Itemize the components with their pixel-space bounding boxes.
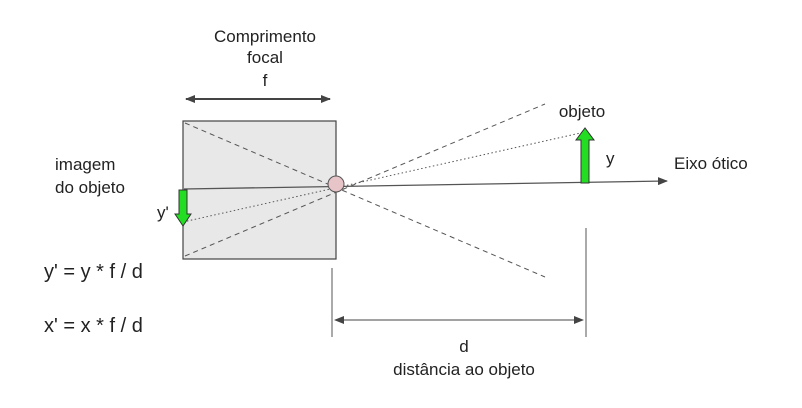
- camera-box: [182, 120, 337, 260]
- pinhole: [327, 175, 345, 193]
- formula-y-projection: y' = y * f / d: [44, 261, 143, 283]
- object-label: objeto: [559, 102, 605, 121]
- object-height-label: y: [606, 149, 615, 168]
- projection-line-lower: [184, 103, 546, 257]
- image-label-line2: do objeto: [55, 178, 125, 197]
- image-height-label: y': [157, 203, 169, 222]
- focal-length-title-line1: Comprimento: [214, 27, 316, 46]
- image-arrow: [174, 189, 192, 227]
- object-ray-line: [182, 131, 586, 223]
- focal-length-title-line2: focal: [247, 48, 283, 67]
- projection-line-upper: [184, 122, 546, 278]
- focal-length-symbol: f: [263, 71, 268, 90]
- formula-x-projection: x' = x * f / d: [44, 315, 143, 337]
- image-label-line1: imagem: [55, 155, 115, 174]
- distance-symbol: d: [459, 337, 468, 356]
- optical-axis-label: Eixo ótico: [674, 154, 748, 173]
- distance-label: distância ao objeto: [393, 360, 535, 379]
- object-arrow: [575, 127, 595, 184]
